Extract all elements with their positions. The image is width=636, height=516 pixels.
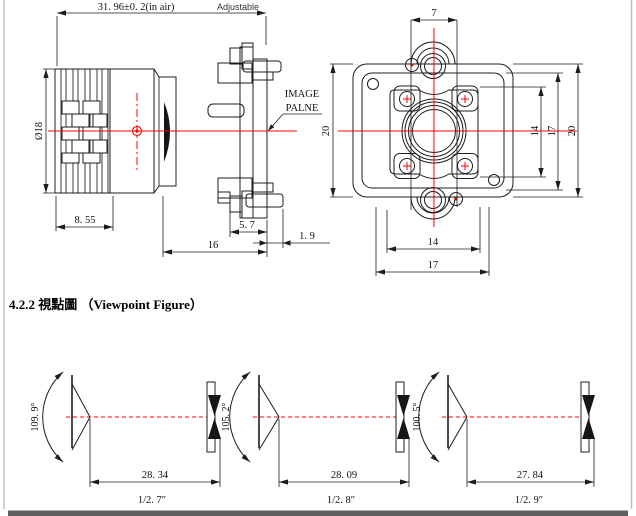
dim-left-height: 20 (321, 63, 353, 198)
fov-angle-1: 109. 9° (30, 403, 41, 432)
fov-angle-3: 100. 5° (412, 403, 423, 432)
dim-right-17: 17 (547, 126, 558, 137)
page-gap-bar (8, 510, 628, 516)
dim-knurl-length: 8. 55 (55, 196, 114, 231)
sensor-arrow-up (208, 418, 221, 439)
top-mount-tab (405, 41, 456, 79)
front-view: 7 20 14 17 20 14 17 (321, 8, 583, 276)
dim-top-hole-spacing: 7 (410, 8, 458, 210)
viewpoint-diagram-1: 28. 34 109. 9° 1/2. 7″ (30, 371, 221, 506)
sensor-bar (395, 381, 405, 453)
dim-right-20: 20 (567, 126, 578, 137)
barrel-knurl-slots (61, 100, 108, 164)
dim-top-text: 7 (431, 8, 436, 19)
sensor-format-3: 1/2. 9″ (515, 495, 543, 506)
viewpoint-diagram-3: 27. 84 100. 5° 1/2. 9″ (412, 371, 595, 506)
image-plane-callout: IMAGE PALNE (268, 89, 322, 131)
sensor-arrow-down (582, 395, 595, 416)
dim-knurl-text: 8. 55 (75, 215, 96, 226)
viewpoint-diagram-2: 28. 09 105. 2° 1/2. 8″ (221, 371, 410, 506)
dim-rear-offset: 1. 9 (253, 209, 330, 248)
side-view: 31. 96±0. 2(in air) Adjustable Ø18 8. 55… (34, 2, 330, 257)
dim-adjustable-text: Adjustable (217, 2, 259, 12)
leader-arrowhead (268, 124, 275, 131)
sensor-format-1: 1/2. 7″ (138, 495, 166, 506)
image-plane-text-1: IMAGE (285, 89, 319, 100)
dim-barrel-diameter: Ø18 (34, 68, 55, 194)
dim-overall-length-text: 31. 96±0. 2(in air) (98, 2, 175, 13)
viewpoint-diagrams: 28. 34 109. 9° 1/2. 7″ 28. 09 105. 2° 1/… (30, 371, 595, 506)
sensor-arrow-down (208, 395, 221, 416)
sensor-arrow-up (582, 418, 595, 439)
fov-arc (418, 371, 440, 463)
dim-diameter-text: Ø18 (34, 122, 45, 140)
focal-distance-2: 28. 09 (331, 470, 357, 481)
dim-overall-length: 31. 96±0. 2(in air) Adjustable (56, 2, 267, 66)
bottom-mount-tab (410, 187, 463, 220)
image-plane-text-2: PALNE (286, 103, 319, 114)
mounting-plate (389, 89, 479, 179)
center-target-mark (131, 125, 143, 137)
dim-right-heights: 14 17 20 (480, 63, 583, 198)
dim-rear-offset-text: 1. 9 (299, 231, 315, 242)
lens-holder-bracket (207, 42, 284, 219)
fov-arc (42, 371, 64, 463)
section-heading: 4.2.2 視點圖 （Viewpoint Figure） (9, 297, 203, 312)
ray-cone (258, 383, 280, 451)
corner-hole-topleft (367, 78, 379, 90)
dim-bottom-17: 17 (428, 260, 439, 271)
dim-front-width-text: 5. 7 (239, 220, 255, 231)
sensor-bar (580, 381, 590, 453)
sensor-format-2: 1/2. 8″ (327, 495, 355, 506)
focal-distance-1: 28. 34 (142, 470, 169, 481)
dim-bottom-14: 14 (428, 237, 439, 248)
sensor-bar (206, 381, 216, 453)
center-target-dot (135, 129, 139, 133)
dim-bottom-widths: 14 17 (375, 207, 490, 276)
dim-holder-front-width: 5. 7 (229, 209, 267, 237)
corner-hole-bottomright (488, 174, 500, 186)
focal-distance-3: 27. 84 (517, 470, 544, 481)
dim-right-14: 14 (530, 125, 541, 136)
dim-holder-length-text: 16 (208, 240, 219, 251)
fov-angle-2: 105. 2° (221, 403, 232, 432)
sensor-arrow-down (397, 395, 410, 416)
dim-holder-length: 16 (162, 196, 268, 257)
rear-lens-element (164, 102, 170, 162)
screw-pads (393, 85, 479, 179)
dim-left-text: 20 (321, 126, 332, 137)
fov-arc (229, 371, 251, 463)
sensor-arrow-up (397, 418, 410, 439)
